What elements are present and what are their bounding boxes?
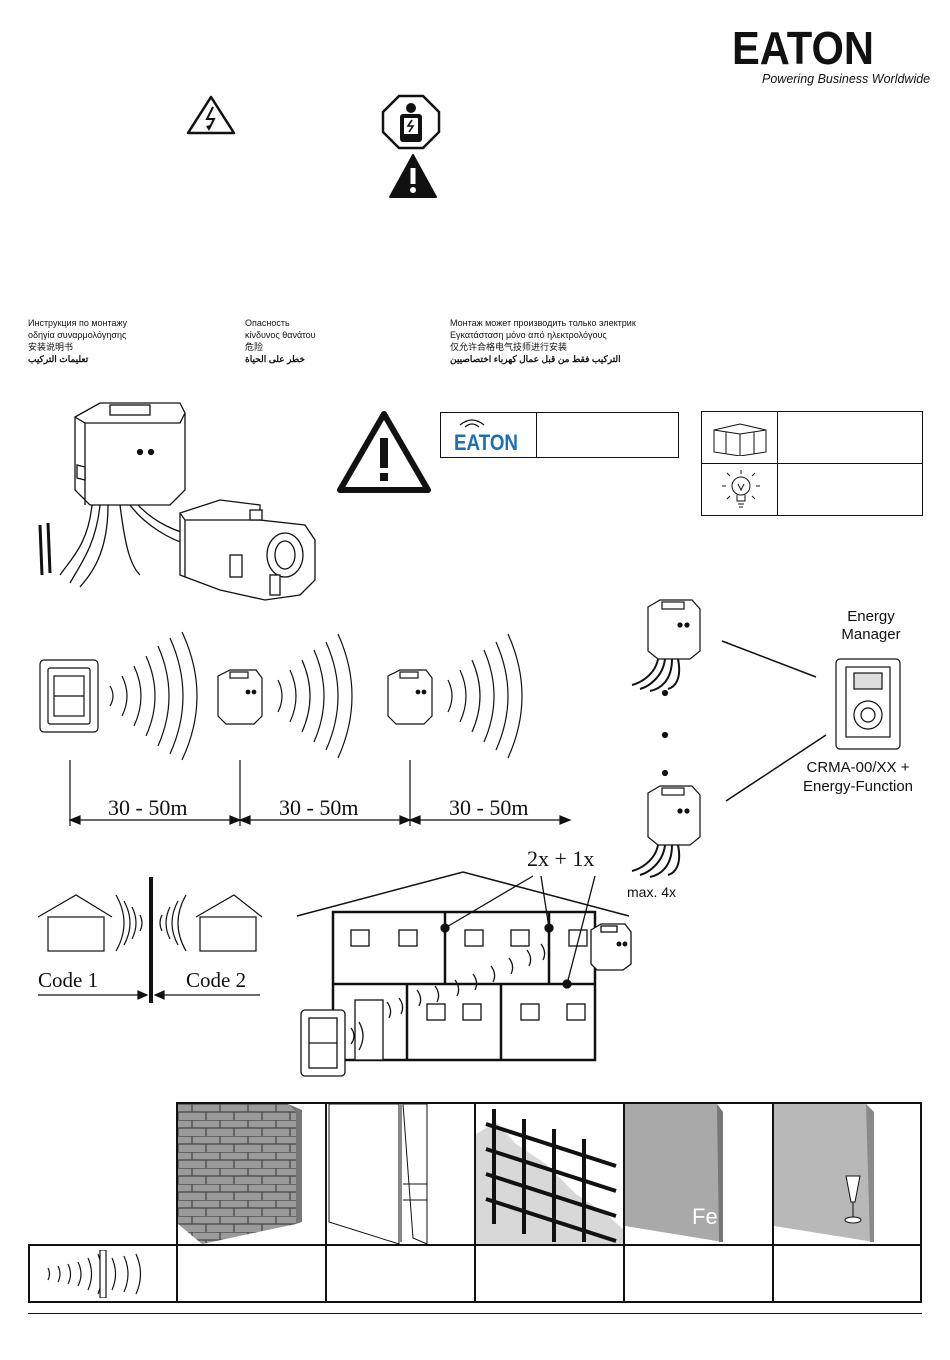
distance-label-2: 30 - 50m [279,795,359,820]
col-divider-2 [325,1102,327,1303]
package-box-divider-h [702,463,922,464]
eaton-logo-wordmark: EATON [732,24,874,68]
iron-label: Fe [692,1204,718,1229]
materials-table-left-border [28,1244,30,1303]
electrician-ar: التركيب فقط من قبل عمال كهرباء اختصاصيين [450,354,621,364]
danger-ar: خطر على الحياة [245,354,305,364]
energy-manager-diagram [620,595,920,890]
danger-ru: Опасность [245,318,290,328]
distance-label-1: 30 - 50m [108,795,188,820]
electrician-el: Εγκατάσταση μόνο από ηλεκτρολόγους [450,330,607,340]
energy-manager-model: CRMA-00/XX + Energy-Function [790,758,926,796]
code-diagram [30,875,270,1015]
energy-manager-title-1: Energy [847,608,895,625]
electrician-zh: 仅允许合格电气技师进行安装 [450,342,568,352]
electrician-icon [381,94,441,155]
title-zh: 安装说明书 [28,342,74,352]
package-icon [712,420,768,461]
signal-strength-icon [42,1249,162,1303]
brand-tagline: Powering Business Worldwide [762,72,931,86]
caution-icon-large [336,410,432,499]
language-column-title: Инструкция по монтажу οδηγία συναρμολόγη… [28,317,127,365]
energy-manager-title-2: Manager [841,626,901,643]
material-drywall-icon [327,1103,474,1249]
package-contents-box [701,411,923,516]
light-bulb-icon [718,468,764,517]
title-el: οδηγία συναρμολόγησης [28,330,127,340]
repeater-label: 2x + 1x [527,846,595,871]
code-1-label: Code 1 [38,968,99,992]
materials-table-right-border [920,1102,922,1303]
product-illustration [30,395,330,620]
danger-zh: 危险 [245,342,264,352]
col-divider-3 [474,1102,476,1303]
col-divider-4 [623,1102,625,1303]
language-column-danger: Опасность κίνδυνος θανάτου 危险 خطر على ال… [245,317,316,365]
material-brick-icon [178,1104,325,1249]
electrician-ru: Монтаж может производить только электрик [450,318,636,328]
energy-manager-model-1: CRMA-00/XX + [806,759,910,776]
material-reinforced-concrete-icon [476,1104,623,1249]
eaton-logo: EATON [732,22,877,74]
distance-label-3: 30 - 50m [449,795,529,820]
high-voltage-warning-icon [186,95,236,140]
wireless-icon [457,415,487,434]
material-glass-icon [774,1104,920,1249]
materials-table-top-border [176,1102,922,1104]
eaton-logo-small: EATON [454,430,520,458]
wireless-badge: EATON [440,412,679,458]
house-diagram [295,840,655,1085]
title-ar: تعليمات التركيب [28,354,89,364]
max-modules-label: max. 4x [627,884,677,900]
col-divider-5 [772,1102,774,1303]
materials-table: Fe [28,1102,922,1303]
language-column-electrician: Монтаж может производить только электрик… [450,317,636,365]
title-ru: Инструкция по монтажу [28,318,128,328]
code-2-label: Code 2 [186,968,247,992]
eaton-logo-small-wordmark: EATON [454,431,518,453]
range-diagram [30,620,590,845]
energy-manager-model-2: Energy-Function [802,778,914,795]
col-divider-1 [176,1102,178,1303]
material-metal-icon [625,1104,772,1249]
caution-icon [388,153,438,204]
energy-manager-title: Energy Manager [826,608,916,644]
danger-el: κίνδυνος θανάτου [245,330,316,340]
wireless-badge-divider [536,413,537,457]
footer-rule [28,1313,922,1314]
